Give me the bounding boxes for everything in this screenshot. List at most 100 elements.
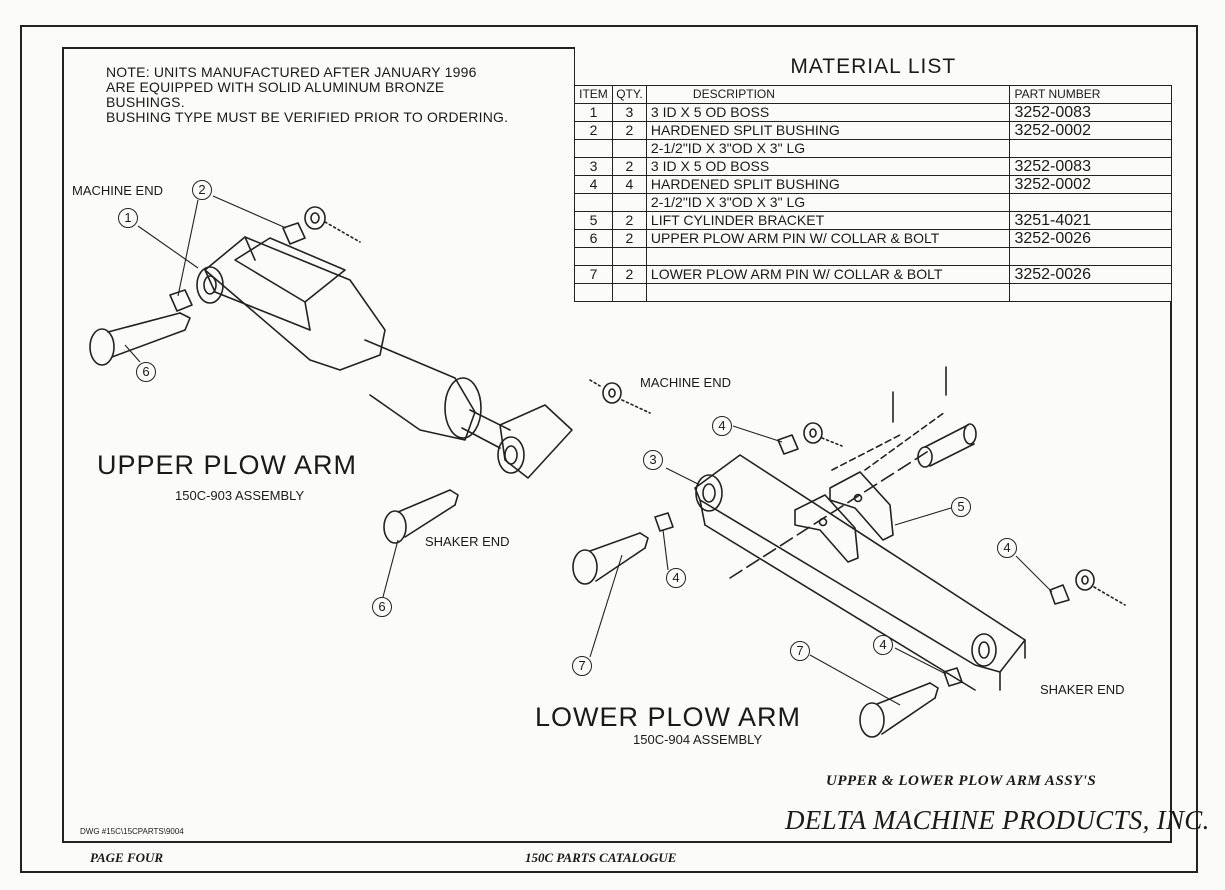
balloon-item-4: 4: [712, 416, 732, 436]
cell-qty: [611, 139, 647, 158]
cell-item: 5: [574, 211, 613, 230]
cell-item: 6: [574, 229, 613, 248]
cell-qty: 2: [611, 265, 647, 284]
lower-pin-7-left: [572, 532, 649, 585]
cell-item: 3: [574, 157, 613, 176]
cell-description: 2-1/2"ID X 3"OD X 3" LG: [645, 193, 1011, 212]
table-header-row: ITEM QTY. DESCRIPTION PART NUMBER: [574, 85, 1172, 104]
drawing-number: DWG #15C\15CPARTS\9004: [80, 827, 184, 836]
cell-part-number: [1009, 283, 1172, 302]
balloon-item-6: 6: [372, 597, 392, 617]
table-row: [574, 283, 1172, 302]
upper-plow-arm-body: [196, 236, 573, 479]
drawing-subtitle: UPPER & LOWER PLOW ARM ASSY'S: [826, 773, 1097, 789]
cell-item: [574, 247, 613, 266]
catalogue-name: 150C PARTS CATALOGUE: [525, 850, 677, 865]
balloon-item-5: 5: [951, 497, 971, 517]
upper-arm-title: UPPER PLOW ARM: [97, 450, 358, 480]
header-qty: QTY.: [611, 85, 647, 104]
cell-qty: 3: [611, 103, 647, 122]
outer-border: [20, 25, 1198, 873]
cell-part-number: 3252-0002: [1009, 175, 1172, 194]
balloon-item-1: 1: [118, 208, 138, 228]
cell-part-number: [1009, 139, 1172, 158]
lower-plow-arm-body: [694, 366, 1026, 691]
cell-description: 3 ID X 5 OD BOSS: [645, 103, 1011, 122]
machine-end-label-upper: MACHINE END: [72, 183, 164, 198]
cell-part-number: 3252-0002: [1009, 121, 1172, 140]
cell-qty: 2: [611, 211, 647, 230]
upper-arm-assembly: 150C-903 ASSEMBLY: [175, 488, 305, 503]
upper-pin-6: [89, 312, 191, 366]
cell-part-number: 3252-0083: [1009, 157, 1172, 176]
cell-qty: [611, 193, 647, 212]
cell-description: HARDENED SPLIT BUSHING: [645, 121, 1011, 140]
cell-qty: 2: [611, 121, 647, 140]
cell-part-number: [1009, 247, 1172, 266]
cell-description: LIFT CYLINDER BRACKET: [645, 211, 1011, 230]
cell-qty: 4: [611, 175, 647, 194]
cell-description: 3 ID X 5 OD BOSS: [645, 157, 1011, 176]
material-list-table: MATERIAL LIST ITEM QTY. DESCRIPTION PART…: [574, 47, 1172, 302]
note-line: BUSHINGS.: [106, 94, 185, 110]
cell-item: [574, 193, 613, 212]
cell-part-number: [1009, 193, 1172, 212]
cell-item: 1: [574, 103, 613, 122]
lower-machine-bushing: [589, 379, 651, 414]
balloon-item-7: 7: [790, 641, 810, 661]
company-name: DELTA MACHINE PRODUCTS, INC.: [785, 805, 1210, 835]
machine-end-label-lower: MACHINE END: [640, 375, 732, 390]
cell-item: 2: [574, 121, 613, 140]
balloon-item-2: 2: [192, 180, 212, 200]
header-item: ITEM: [574, 85, 613, 104]
cell-part-number: 3252-0026: [1009, 265, 1172, 284]
note-line: NOTE: UNITS MANUFACTURED AFTER JANUARY 1…: [106, 64, 477, 80]
lower-bushings-4: [654, 422, 1126, 687]
lower-pin-7-right: [859, 682, 939, 738]
cell-item: [574, 139, 613, 158]
table-row: 2-1/2"ID X 3"OD X 3" LG: [574, 193, 1172, 212]
cell-description: 2-1/2"ID X 3"OD X 3" LG: [645, 139, 1011, 158]
balloon-item-4: 4: [997, 538, 1017, 558]
cell-description: LOWER PLOW ARM PIN W/ COLLAR & BOLT: [645, 265, 1011, 284]
balloon-item-4: 4: [873, 635, 893, 655]
balloon-item-3: 3: [643, 450, 663, 470]
cell-description: [645, 283, 1011, 302]
cell-description: HARDENED SPLIT BUSHING: [645, 175, 1011, 194]
ordering-note: NOTE: UNITS MANUFACTURED AFTER JANUARY 1…: [106, 65, 508, 125]
upper-bushings: [169, 206, 361, 312]
cell-part-number: 3251-4021: [1009, 211, 1172, 230]
header-part-number: PART NUMBER: [1009, 85, 1172, 104]
cell-description: [645, 247, 1011, 266]
page-number: PAGE FOUR: [90, 850, 164, 865]
note-line: BUSHING TYPE MUST BE VERIFIED PRIOR TO O…: [106, 109, 509, 125]
cell-part-number: 3252-0083: [1009, 103, 1172, 122]
balloon-item-6: 6: [136, 362, 156, 382]
balloon-item-7: 7: [572, 656, 592, 676]
shaker-end-label-lower: SHAKER END: [1040, 682, 1125, 697]
shaker-pin-6: [383, 489, 459, 544]
cell-qty: [611, 247, 647, 266]
cell-item: 4: [574, 175, 613, 194]
lower-arm-title: LOWER PLOW ARM: [535, 702, 802, 732]
cell-item: 7: [574, 265, 613, 284]
table-row: [574, 247, 1172, 266]
cell-qty: 2: [611, 229, 647, 248]
header-description: DESCRIPTION: [645, 85, 1011, 104]
cell-description: UPPER PLOW ARM PIN W/ COLLAR & BOLT: [645, 229, 1011, 248]
cell-part-number: 3252-0026: [1009, 229, 1172, 248]
shaker-end-label-upper: SHAKER END: [425, 534, 510, 549]
table-row: 2-1/2"ID X 3"OD X 3" LG: [574, 139, 1172, 158]
cell-qty: 2: [611, 157, 647, 176]
cell-qty: [611, 283, 647, 302]
